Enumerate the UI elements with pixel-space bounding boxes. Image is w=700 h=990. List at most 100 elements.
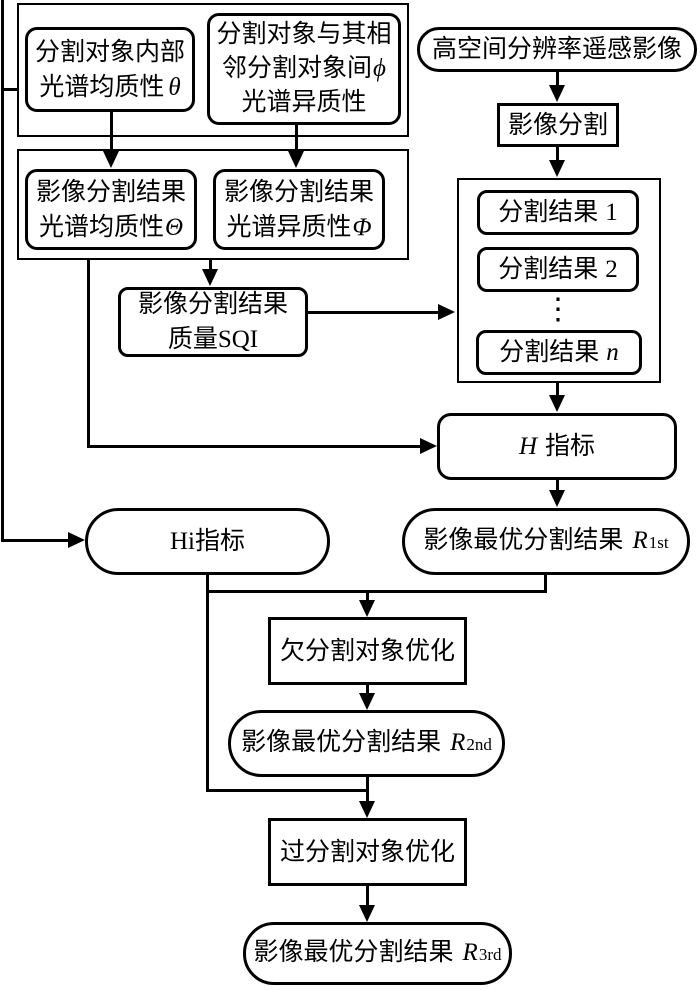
text: 分割对象与其相 — [216, 21, 392, 48]
phi-symbol: ϕ — [373, 55, 386, 82]
node-sqi-quality: 影像分割结果 质量SQI — [118, 287, 308, 357]
connector-group2-to-h-index — [87, 445, 422, 448]
node-text-line: H 指标 — [519, 429, 595, 464]
node-text-line: 分割对象与其相 — [216, 18, 391, 52]
arrowhead-h-index-to-r1 — [549, 490, 565, 507]
text: 邻分割对象间 — [222, 55, 373, 82]
arrowhead-theta-to-big-theta — [103, 151, 119, 168]
text: 影像分割结果 — [137, 291, 288, 318]
text: 高空间分辨率遥感影像 — [431, 36, 682, 63]
text: 光谱异质性 — [241, 89, 367, 116]
connector-to-over-opt — [366, 789, 369, 802]
h-symbol: H — [518, 433, 538, 460]
arrowhead-to-hi-index — [68, 532, 85, 548]
node-text-line: 影像分割结果 — [36, 175, 186, 210]
text: 影像分割 — [507, 111, 608, 139]
text: 指标 — [545, 433, 596, 460]
text: 光谱异质性 — [226, 213, 352, 241]
node-result-spectral-heterogeneity: 影像分割结果 光谱异质性Φ — [213, 169, 385, 250]
text: 影像最优分割结果 — [253, 939, 454, 966]
connector-to-hi-index — [1, 539, 70, 542]
node-result-spectral-homogeneity: 影像分割结果 光谱均质性Θ — [25, 169, 197, 250]
text: 质量SQI — [167, 326, 259, 353]
n-symbol: n — [606, 339, 619, 366]
text: 分割结果 — [498, 199, 599, 226]
result-number: 1 — [605, 199, 618, 226]
r-symbol: R — [462, 939, 478, 966]
arrowhead-segment-to-results — [549, 160, 565, 177]
vertical-ellipsis: ⋮ — [543, 293, 573, 326]
result-criteria-group-box — [17, 149, 409, 260]
subscript: 3rd — [478, 945, 502, 964]
connector-r1-drop — [544, 575, 547, 593]
text: 影像最优分割结果 — [423, 527, 624, 554]
connector-group2-down — [87, 260, 90, 448]
node-text-line: 光谱异质性 — [241, 86, 366, 120]
text: 欠分割对象优化 — [279, 637, 455, 665]
connector-to-under-opt — [366, 590, 369, 602]
result-number: 2 — [605, 256, 618, 283]
connector-input-to-segment — [556, 72, 559, 88]
text: 影像分割结果 — [223, 178, 374, 206]
connector-over-opt-to-r3 — [366, 886, 369, 907]
connector-r2-drop — [366, 777, 369, 792]
arrowhead-to-over-opt — [359, 801, 375, 818]
connector-segment-to-results — [556, 147, 559, 163]
arrowhead-over-opt-to-r3 — [359, 905, 375, 922]
connector-bus-hi-r2 — [206, 789, 369, 792]
subscript: 2nd — [466, 735, 492, 754]
node-neighbor-heterogeneity: 分割对象与其相 邻分割对象间ϕ 光谱异质性 — [207, 13, 401, 125]
node-hi-index: Hi指标 — [85, 508, 330, 575]
arrowhead-phi-to-big-phi — [288, 151, 304, 168]
text: 光谱均质性 — [39, 73, 165, 101]
big-theta-symbol: Θ — [164, 213, 184, 241]
text: 光谱均质性 — [38, 213, 164, 241]
arrowhead-to-under-opt — [359, 600, 375, 617]
node-h-index: H 指标 — [437, 413, 677, 480]
r-symbol: R — [450, 729, 466, 756]
node-text-line: 光谱均质性Θ — [39, 210, 183, 245]
arrowhead-results-to-h-index — [549, 395, 565, 412]
connector-under-opt-to-r2 — [366, 685, 369, 695]
node-image-segmentation: 影像分割 — [497, 103, 619, 147]
text: 影像最优分割结果 — [241, 729, 442, 756]
node-over-segmentation-optimization: 过分割对象优化 — [268, 818, 467, 886]
connector-phi-to-big-phi — [295, 125, 298, 154]
text: 过分割对象优化 — [279, 838, 455, 866]
node-text-line: 影像分割结果 — [138, 287, 288, 322]
node-text-line: 邻分割对象间ϕ — [222, 52, 386, 86]
theta-symbol: θ — [168, 73, 181, 101]
connector-sqi-to-results — [308, 311, 440, 314]
node-text-line: 光谱异质性Φ — [226, 210, 371, 245]
connector-theta-to-big-theta — [110, 112, 113, 154]
text: 分割对象内部 — [34, 38, 185, 66]
node-high-res-image: 高空间分辨率遥感影像 — [417, 27, 697, 72]
node-text-line: 质量SQI — [168, 322, 258, 357]
node-text-line: 影像分割结果 — [224, 175, 374, 210]
text: 分割结果 — [499, 339, 600, 366]
connector-results-to-h-index — [556, 383, 559, 397]
connector-group1-to-left — [1, 88, 18, 91]
connector-group2-to-sqi — [209, 260, 212, 272]
node-under-segmentation-optimization: 欠分割对象优化 — [268, 617, 467, 685]
text: 分割结果 — [498, 256, 599, 283]
object-criteria-group-box — [17, 3, 409, 137]
arrowhead-input-to-segment — [549, 85, 565, 102]
arrowhead-sqi-to-results — [438, 304, 455, 320]
connector-bus-hi-r1 — [206, 590, 547, 593]
text: 影像分割结果 — [35, 178, 186, 206]
